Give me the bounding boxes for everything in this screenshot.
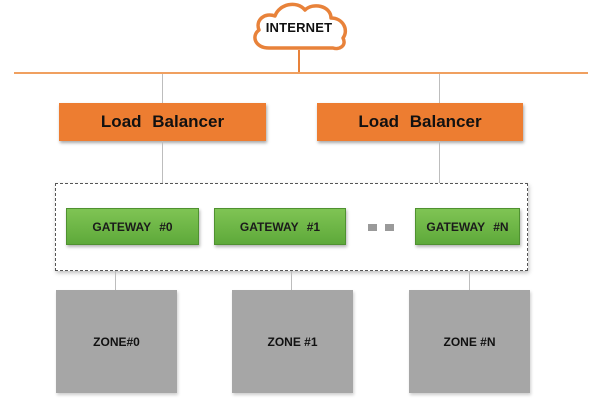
ellipsis-dot	[385, 224, 394, 231]
backbone-to-lb-0-line	[162, 74, 163, 103]
zone-0: ZONE#0	[56, 290, 177, 393]
zone-1: ZONE #1	[232, 290, 353, 393]
zone-n: ZONE #N	[409, 290, 530, 393]
load-balancer-1: Load Balancer	[317, 103, 523, 141]
lb-1-to-gateways-line	[439, 141, 440, 183]
gateways-to-zone-n-line	[469, 271, 470, 290]
gateways-to-zone-1-line	[291, 271, 292, 290]
gateway-0: GATEWAY #0	[66, 208, 199, 245]
gateway-1: GATEWAY #1	[214, 208, 346, 245]
internet-connector	[298, 50, 300, 72]
gateways-to-zone-0-line	[115, 271, 116, 290]
load-balancer-0: Load Balancer	[59, 103, 266, 141]
lb-0-to-gateways-line	[162, 141, 163, 183]
backbone-to-lb-1-line	[439, 74, 440, 103]
internet-label: INTERNET	[265, 20, 333, 35]
gateway-n: GATEWAY #N	[415, 208, 520, 245]
ellipsis-dot	[368, 224, 377, 231]
cloud-icon	[253, 2, 348, 51]
internet-cloud: INTERNET	[247, 0, 351, 52]
gateway-group	[55, 183, 528, 271]
internet-backbone-line	[14, 72, 588, 74]
